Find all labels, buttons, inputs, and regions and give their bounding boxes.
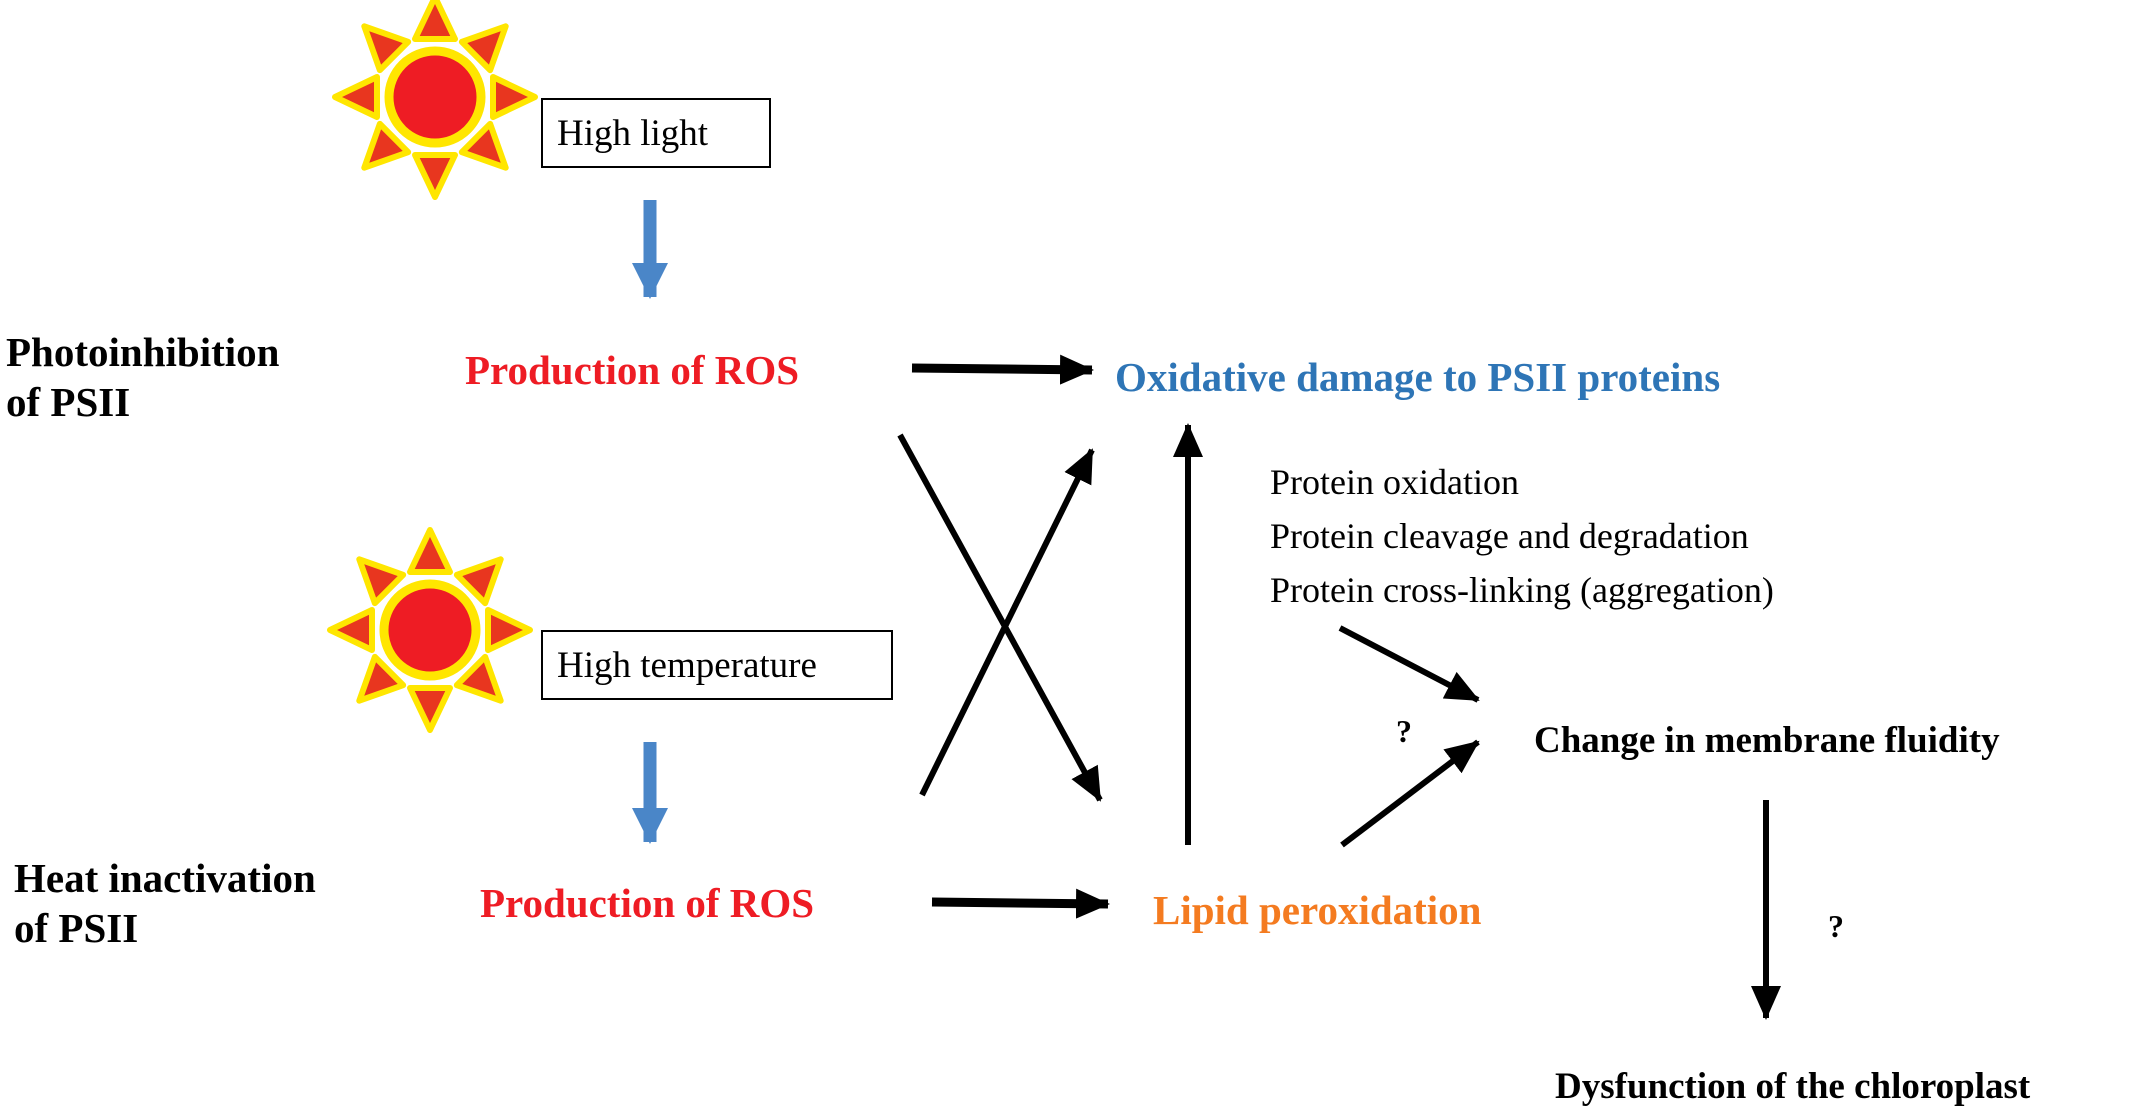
sun-ray (485, 607, 533, 653)
sun-disc (384, 46, 486, 148)
ros-bottom-to-lipid-peroxidation-arrow (931, 888, 1110, 919)
ros-production-bottom: Production of ROS (480, 880, 815, 926)
sun-ray (453, 556, 504, 607)
sun-icon (332, 0, 538, 200)
sun-ray (453, 653, 504, 704)
photoinhibition-label: Photoinhibition of PSII (6, 327, 279, 427)
high-temperature-box: High temperature (541, 630, 893, 700)
sun-ray (361, 120, 412, 171)
sun-ray (490, 74, 538, 120)
heat-inactivation-label-line2: of PSII (14, 905, 139, 952)
high-temperature-label: High temperature (557, 644, 817, 686)
high-light-label: High light (557, 112, 709, 154)
protein-oxidation-item: Protein oxidation (1270, 462, 1519, 502)
sun-ray (458, 120, 509, 171)
ros-top-to-lipid-peroxidation-arrow (897, 433, 1103, 802)
oxidative-damage-label: Oxidative damage to PSII proteins (1115, 354, 1721, 400)
sun-ray (332, 74, 380, 120)
sun-ray (361, 23, 412, 74)
sun-ray (407, 685, 453, 733)
heat-inactivation-label: Heat inactivation of PSII (14, 853, 316, 953)
ros-bottom-to-oxidative-damage-arrow (919, 448, 1095, 797)
ros-top-to-oxidative-damage-arrow (911, 354, 1094, 385)
protein-crosslinking-item: Protein cross-linking (aggregation) (1270, 570, 1774, 610)
protein-changes-to-membrane-fluidity-arrow (1338, 625, 1480, 703)
sun-ray (412, 152, 458, 200)
ros-production-top: Production of ROS (465, 347, 800, 393)
sun-ray (356, 556, 407, 607)
high-light-box: High light (541, 98, 771, 168)
photoinhibition-label-line1: Photoinhibition (6, 329, 280, 375)
sun-icon (327, 527, 533, 733)
sun-ray (407, 527, 453, 575)
sun-ray (412, 0, 458, 42)
sun-ray (458, 23, 509, 74)
question-mark-right: ? (1828, 908, 1844, 944)
protein-cleavage-item: Protein cleavage and degradation (1270, 516, 1749, 556)
sun-disc (379, 579, 481, 681)
lipid-peroxidation-label: Lipid peroxidation (1153, 887, 1482, 933)
sun-ray (356, 653, 407, 704)
heat-inactivation-label-line1: Heat inactivation (14, 855, 316, 901)
lipid-peroxidation-to-membrane-fluidity-arrow (1340, 739, 1480, 848)
dysfunction-label: Dysfunction of the chloroplast (1555, 1066, 2031, 1107)
membrane-fluidity-label: Change in membrane fluidity (1534, 720, 2000, 761)
photoinhibition-label-line2: of PSII (6, 379, 131, 426)
sun-ray (327, 607, 375, 653)
question-mark-left: ? (1396, 713, 1412, 749)
